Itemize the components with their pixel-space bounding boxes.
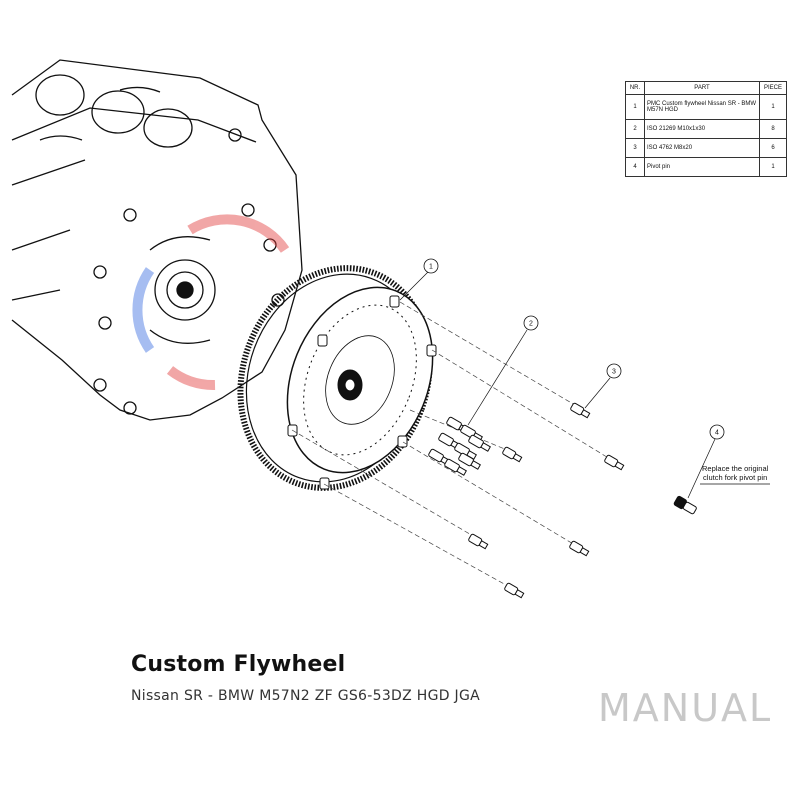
table-row: 1 PMC Custom flywheel Nissan SR - BMW M5… [625, 94, 787, 120]
note-line-2: clutch fork pivot pin [703, 473, 768, 482]
svg-text:4: 4 [715, 430, 719, 437]
pivot-pin [673, 495, 697, 515]
callout-bubble-2: 2 [523, 315, 539, 331]
callout-bubble-3: 3 [606, 363, 622, 379]
assembly-lines [291, 301, 616, 591]
row-nr: 2 [625, 119, 645, 139]
row-part: Pivot pin [644, 157, 760, 177]
svg-text:1: 1 [429, 264, 433, 271]
document-subtitle: Nissan SR - BMW M57N2 ZF GS6-53DZ HGD JG… [131, 688, 481, 704]
table-row: 3 ISO 4762 M8x20 6 [625, 138, 787, 158]
header-part: PART [644, 81, 760, 95]
row-nr: 1 [625, 94, 645, 120]
row-nr: 4 [625, 157, 645, 177]
logo-watermark [132, 214, 290, 390]
callout-bubble-4: 4 [709, 424, 725, 440]
svg-text:3: 3 [612, 369, 616, 376]
note-line-1: Replace the original [702, 464, 769, 473]
manual-watermark-text: MANUAL [598, 686, 773, 730]
table-row: 2 ISO 21269 M10x1x30 8 [625, 119, 787, 139]
parts-table: NR. PART PIECE 1 PMC Custom flywheel Nis… [625, 81, 787, 177]
callout-bubble-1: 1 [423, 258, 439, 274]
row-part: ISO 21269 M10x1x30 [644, 119, 760, 139]
bolts-m8 [468, 402, 625, 599]
engine-block [11, 59, 303, 421]
callout-leaders [399, 271, 770, 499]
header-nr: NR. [625, 81, 645, 95]
row-nr: 3 [625, 138, 645, 158]
row-piece: 1 [759, 94, 787, 120]
row-piece: 1 [759, 157, 787, 177]
row-piece: 8 [759, 119, 787, 139]
document-title: Custom Flywheel [131, 652, 346, 677]
bolt-cluster-m10 [428, 416, 491, 476]
pivot-pin-note: Replace the original clutch fork pivot p… [702, 464, 768, 482]
row-part: PMC Custom flywheel Nissan SR - BMW M57N… [644, 94, 760, 120]
row-piece: 6 [759, 138, 787, 158]
svg-text:2: 2 [529, 321, 533, 328]
flywheel-disc [286, 286, 437, 490]
row-part: ISO 4762 M8x20 [644, 138, 760, 158]
header-piece: PIECE [759, 81, 787, 95]
table-row: 4 Pivot pin 1 [625, 157, 787, 177]
